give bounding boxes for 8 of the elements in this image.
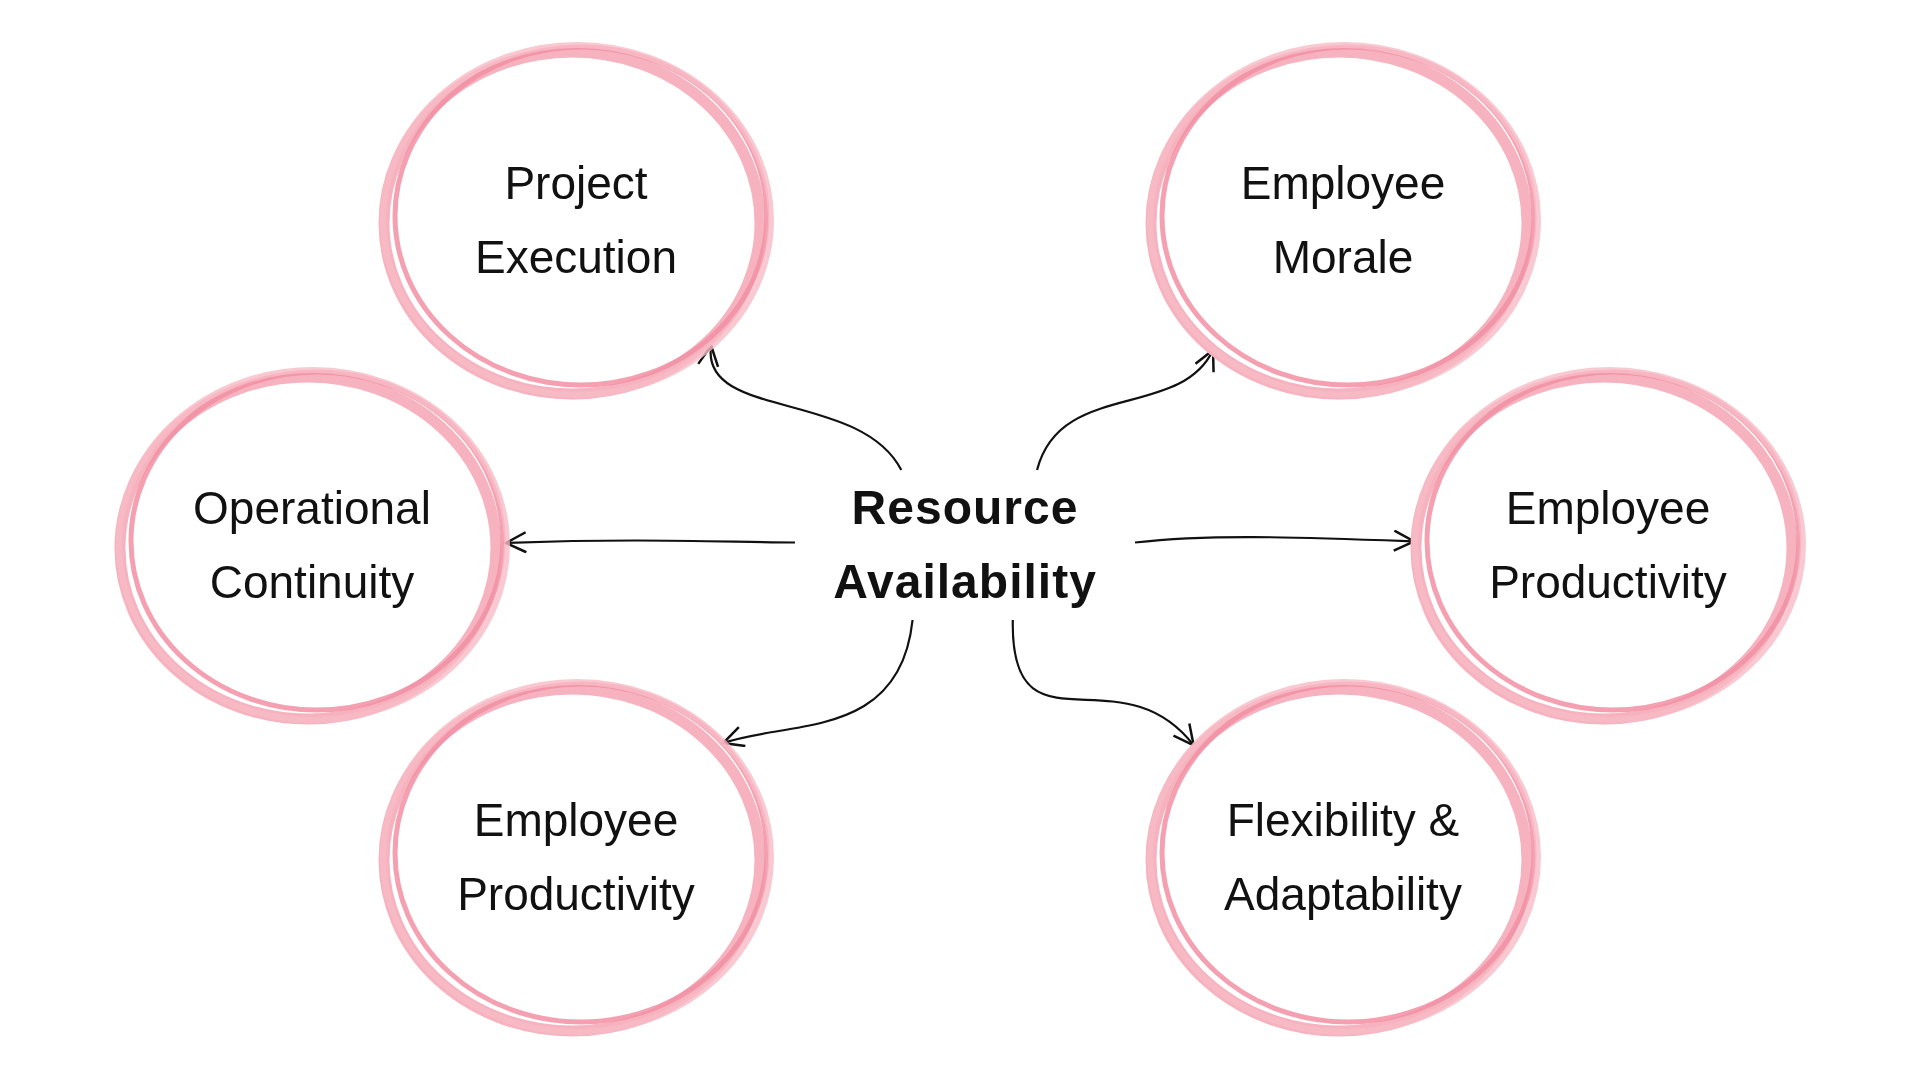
node-label: Project Execution: [474, 156, 678, 285]
node-label: Employee Productivity: [456, 793, 696, 922]
node-label: Employee Productivity: [1488, 481, 1728, 610]
node-label: Flexibility & Adaptability: [1223, 793, 1463, 922]
node-label: Operational Continuity: [192, 481, 432, 610]
node-label: Employee Morale: [1239, 156, 1447, 285]
curved-arrow: [1011, 619, 1195, 747]
center-label: Resource Availability: [832, 480, 1098, 610]
